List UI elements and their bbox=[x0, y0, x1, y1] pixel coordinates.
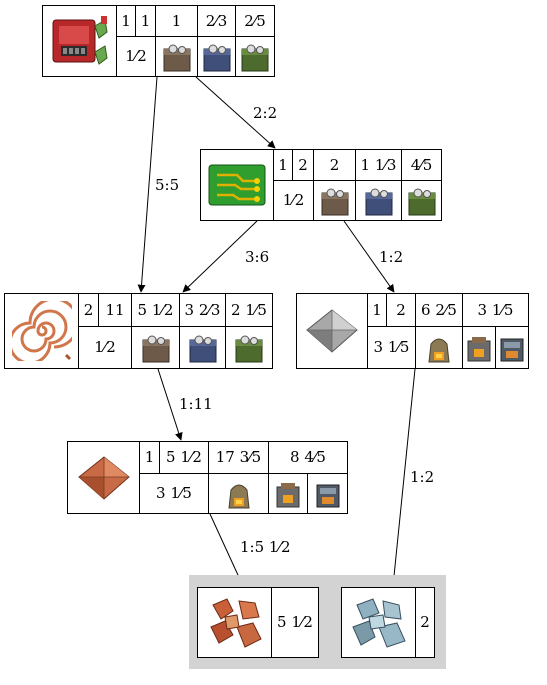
edge-circuit-card-to-copper-cable bbox=[137, 76, 158, 293]
red-circuit-assembler-icon bbox=[43, 6, 116, 76]
assembler-1-icon bbox=[155, 37, 197, 76]
assembler-2-icon bbox=[355, 181, 401, 220]
copper-ore-icon bbox=[198, 588, 271, 657]
value-cell: 2⁄5 bbox=[235, 6, 274, 37]
value-cell: 1 bbox=[155, 6, 197, 37]
assembler-3-icon bbox=[225, 327, 272, 368]
assembler-1-icon bbox=[131, 327, 179, 368]
value-cell: 1 bbox=[139, 442, 159, 474]
value-cell: 11 bbox=[98, 294, 131, 327]
edge-label: 3:6 bbox=[245, 248, 270, 266]
edge-label: 2:2 bbox=[253, 104, 278, 122]
electric-furnace-icon bbox=[307, 474, 347, 513]
value-cell: 2 bbox=[415, 588, 434, 657]
edge-label: 1:5 1⁄2 bbox=[240, 538, 291, 556]
value-cell: 1⁄2 bbox=[273, 181, 313, 220]
edge-label: 1:2 bbox=[379, 248, 404, 266]
value-cell: 3 1⁄5 bbox=[139, 474, 208, 513]
stone-furnace-icon bbox=[415, 327, 462, 368]
value-cell: 5 1⁄2 bbox=[159, 442, 208, 474]
steel-furnace-icon bbox=[462, 327, 495, 368]
node-circuit-card: 1 1 1 2⁄3 2⁄5 1⁄2 bbox=[42, 5, 275, 77]
value-cell: 5 1⁄2 bbox=[131, 294, 179, 327]
assembler-3-icon bbox=[235, 37, 274, 76]
copper-cable-icon bbox=[5, 294, 78, 368]
value-cell: 1⁄2 bbox=[78, 327, 131, 368]
value-cell: 17 3⁄5 bbox=[208, 442, 268, 474]
stone-furnace-icon bbox=[208, 474, 268, 513]
assembler-3-icon bbox=[401, 181, 441, 220]
node-iron-ore: 2 bbox=[341, 587, 435, 658]
node-electronic-circuit: 1 2 2 1 1⁄3 4⁄5 1⁄2 bbox=[200, 149, 442, 221]
value-cell: 1 bbox=[273, 150, 292, 181]
value-cell: 1 bbox=[116, 6, 135, 37]
iron-plate-icon bbox=[297, 294, 367, 368]
green-circuit-icon bbox=[201, 150, 273, 220]
assembler-2-icon bbox=[197, 37, 235, 76]
assembler-1-icon bbox=[313, 181, 355, 220]
value-cell: 2 1⁄5 bbox=[225, 294, 272, 327]
value-cell: 1⁄2 bbox=[116, 37, 155, 76]
value-cell: 3 2⁄3 bbox=[179, 294, 225, 327]
edge-label: 1:2 bbox=[410, 468, 435, 486]
value-cell: 1 bbox=[367, 294, 386, 327]
node-copper-ore: 5 1⁄2 bbox=[197, 587, 319, 658]
edge-iron-plate-to-iron-ore bbox=[389, 368, 416, 587]
electric-furnace-icon bbox=[495, 327, 528, 368]
iron-ore-icon bbox=[342, 588, 415, 657]
edge-copper-plate-to-copper-ore bbox=[209, 513, 244, 587]
value-cell: 4⁄5 bbox=[401, 150, 441, 181]
node-iron-plate: 1 2 6 2⁄5 3 1⁄5 3 1⁄5 bbox=[296, 293, 529, 369]
edge-electronic-circuit-to-iron-plate bbox=[343, 220, 395, 293]
value-cell: 6 2⁄5 bbox=[415, 294, 462, 327]
value-cell: 2 bbox=[386, 294, 415, 327]
edge-label: 1:11 bbox=[179, 395, 213, 413]
value-cell: 1 1⁄3 bbox=[355, 150, 401, 181]
value-cell: 8 4⁄5 bbox=[268, 442, 347, 474]
value-cell: 2⁄3 bbox=[197, 6, 235, 37]
edge-copper-cable-to-copper-plate bbox=[157, 368, 183, 441]
value-cell: 1 bbox=[135, 6, 155, 37]
value-cell: 3 1⁄5 bbox=[367, 327, 415, 368]
node-copper-plate: 1 5 1⁄2 17 3⁄5 8 4⁄5 3 1⁄5 bbox=[67, 441, 348, 514]
edge-label: 5:5 bbox=[155, 176, 180, 194]
assembler-2-icon bbox=[179, 327, 225, 368]
node-copper-cable: 2 11 5 1⁄2 3 2⁄3 2 1⁄5 1⁄2 bbox=[4, 293, 273, 369]
edge-circuit-card-to-electronic-circuit bbox=[195, 76, 276, 149]
value-cell: 2 bbox=[292, 150, 313, 181]
edge-electronic-circuit-to-copper-cable bbox=[182, 220, 258, 293]
value-cell: 2 bbox=[78, 294, 98, 327]
value-cell: 2 bbox=[313, 150, 355, 181]
steel-furnace-icon bbox=[268, 474, 307, 513]
value-cell: 3 1⁄5 bbox=[462, 294, 528, 327]
value-cell: 5 1⁄2 bbox=[271, 588, 318, 657]
copper-plate-icon bbox=[68, 442, 139, 513]
